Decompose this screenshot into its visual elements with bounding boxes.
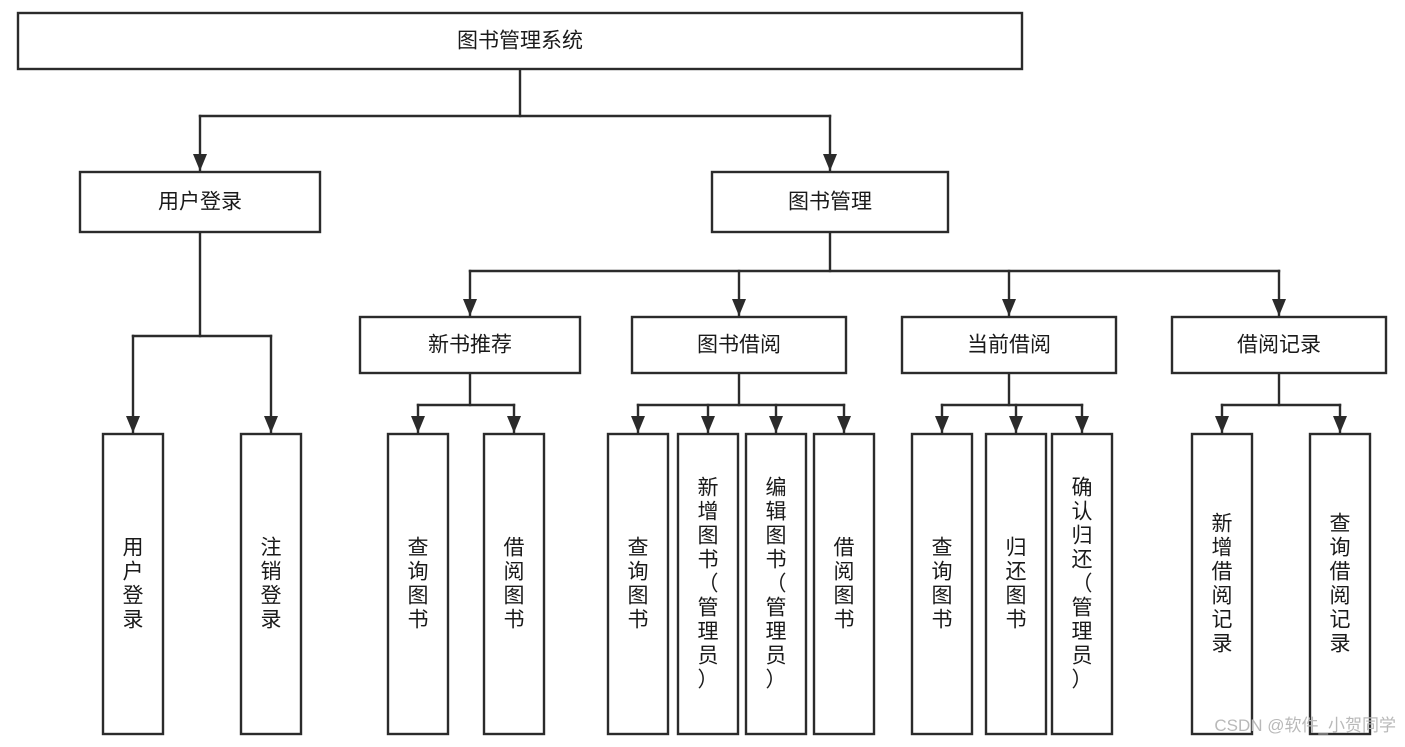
- arrow-head: [1272, 299, 1286, 316]
- node-leaf-return-book[interactable]: 归还图书: [984, 432, 1048, 736]
- node-book-manage[interactable]: 图书管理: [710, 170, 950, 234]
- node-box-current-borrow: [900, 315, 1118, 375]
- node-leaf-query-record[interactable]: 查询借阅记录: [1308, 432, 1372, 736]
- arrow-head: [1333, 416, 1347, 433]
- node-box-leaf-query-book-2: [606, 432, 670, 736]
- node-box-new-book-recommend: [358, 315, 582, 375]
- node-label-leaf-add-record: 新增借阅记录: [1212, 513, 1233, 656]
- node-box-leaf-logout: [239, 432, 303, 736]
- node-leaf-borrow-book-1[interactable]: 借阅图书: [482, 432, 546, 736]
- node-leaf-edit-book[interactable]: 编辑图书（管理员）: [744, 432, 808, 736]
- node-leaf-query-book-1[interactable]: 查询图书: [386, 432, 450, 736]
- connector-edge-borrow-record: [1215, 371, 1347, 435]
- node-label-leaf-return-book: 归还图书: [1006, 537, 1027, 632]
- node-leaf-add-book[interactable]: 新增图书（管理员）: [676, 432, 740, 736]
- node-box-root: [16, 11, 1024, 71]
- node-label-leaf-user-login: 用户登录: [123, 537, 144, 632]
- node-label-leaf-query-book-2: 查询图书: [628, 537, 649, 632]
- arrow-head: [732, 299, 746, 316]
- connector-edge-book-manage: [463, 230, 1286, 318]
- node-box-leaf-confirm-return: [1050, 432, 1114, 736]
- arrow-head: [411, 416, 425, 433]
- arrow-head: [193, 154, 207, 171]
- connector-edge-current-borrow: [935, 371, 1089, 435]
- arrow-head: [1009, 416, 1023, 433]
- node-label-book-borrow: 图书借阅: [697, 334, 781, 357]
- node-box-leaf-add-record: [1190, 432, 1254, 736]
- node-box-leaf-user-login: [101, 432, 165, 736]
- node-label-leaf-query-book-1: 查询图书: [408, 537, 429, 632]
- arrow-head: [935, 416, 949, 433]
- node-label-user-login: 用户登录: [158, 191, 242, 214]
- node-box-leaf-borrow-book-1: [482, 432, 546, 736]
- node-box-book-borrow: [630, 315, 848, 375]
- node-user-login[interactable]: 用户登录: [78, 170, 322, 234]
- node-box-user-login: [78, 170, 322, 234]
- connector-layer: [126, 67, 1347, 435]
- node-box-leaf-return-book: [984, 432, 1048, 736]
- arrow-head: [1002, 299, 1016, 316]
- node-label-leaf-add-book: 新增图书（管理员）: [698, 477, 719, 692]
- node-label-leaf-query-record: 查询借阅记录: [1330, 513, 1351, 656]
- node-leaf-borrow-book-2[interactable]: 借阅图书: [812, 432, 876, 736]
- node-box-book-manage: [710, 170, 950, 234]
- node-leaf-query-book-3[interactable]: 查询图书: [910, 432, 974, 736]
- arrow-head: [631, 416, 645, 433]
- node-box-leaf-query-book-3: [910, 432, 974, 736]
- arrow-head: [823, 154, 837, 171]
- node-leaf-query-book-2[interactable]: 查询图书: [606, 432, 670, 736]
- node-borrow-record[interactable]: 借阅记录: [1170, 315, 1388, 375]
- node-box-leaf-query-book-1: [386, 432, 450, 736]
- node-label-leaf-borrow-book-1: 借阅图书: [504, 537, 525, 632]
- node-label-book-manage: 图书管理: [788, 191, 872, 214]
- node-box-leaf-edit-book: [744, 432, 808, 736]
- arrow-head: [126, 416, 140, 433]
- node-leaf-confirm-return[interactable]: 确认归还（管理员）: [1050, 432, 1114, 736]
- node-label-leaf-edit-book: 编辑图书（管理员）: [766, 477, 787, 692]
- arrow-head: [837, 416, 851, 433]
- node-box-borrow-record: [1170, 315, 1388, 375]
- connector-edge-user-login: [126, 230, 278, 435]
- arrow-head: [701, 416, 715, 433]
- arrow-head: [1075, 416, 1089, 433]
- node-layer: 图书管理系统用户登录图书管理新书推荐图书借阅当前借阅借阅记录用户登录注销登录查询…: [16, 11, 1388, 736]
- node-label-new-book-recommend: 新书推荐: [428, 334, 512, 357]
- node-box-leaf-borrow-book-2: [812, 432, 876, 736]
- connector-edge-book-borrow: [631, 371, 851, 435]
- node-root[interactable]: 图书管理系统: [16, 11, 1024, 71]
- node-label-current-borrow: 当前借阅: [967, 334, 1051, 357]
- arrow-head: [463, 299, 477, 316]
- csdn-watermark: CSDN @软件_小贺同学: [1214, 716, 1396, 735]
- node-label-leaf-confirm-return: 确认归还（管理员）: [1072, 477, 1093, 692]
- arrow-head: [507, 416, 521, 433]
- node-book-borrow[interactable]: 图书借阅: [630, 315, 848, 375]
- node-box-leaf-query-record: [1308, 432, 1372, 736]
- node-leaf-logout[interactable]: 注销登录: [239, 432, 303, 736]
- node-leaf-user-login[interactable]: 用户登录: [101, 432, 165, 736]
- node-label-leaf-logout: 注销登录: [261, 537, 282, 632]
- connector-edge-new-book-recommend: [411, 371, 521, 435]
- arrow-head: [769, 416, 783, 433]
- node-leaf-add-record[interactable]: 新增借阅记录: [1190, 432, 1254, 736]
- connector-edge-root: [193, 67, 837, 173]
- node-label-leaf-query-book-3: 查询图书: [932, 537, 953, 632]
- arrow-head: [1215, 416, 1229, 433]
- node-label-leaf-borrow-book-2: 借阅图书: [834, 537, 855, 632]
- node-label-root: 图书管理系统: [457, 30, 583, 53]
- node-new-book-recommend[interactable]: 新书推荐: [358, 315, 582, 375]
- node-current-borrow[interactable]: 当前借阅: [900, 315, 1118, 375]
- arrow-head: [264, 416, 278, 433]
- node-label-borrow-record: 借阅记录: [1237, 334, 1321, 357]
- node-box-leaf-add-book: [676, 432, 740, 736]
